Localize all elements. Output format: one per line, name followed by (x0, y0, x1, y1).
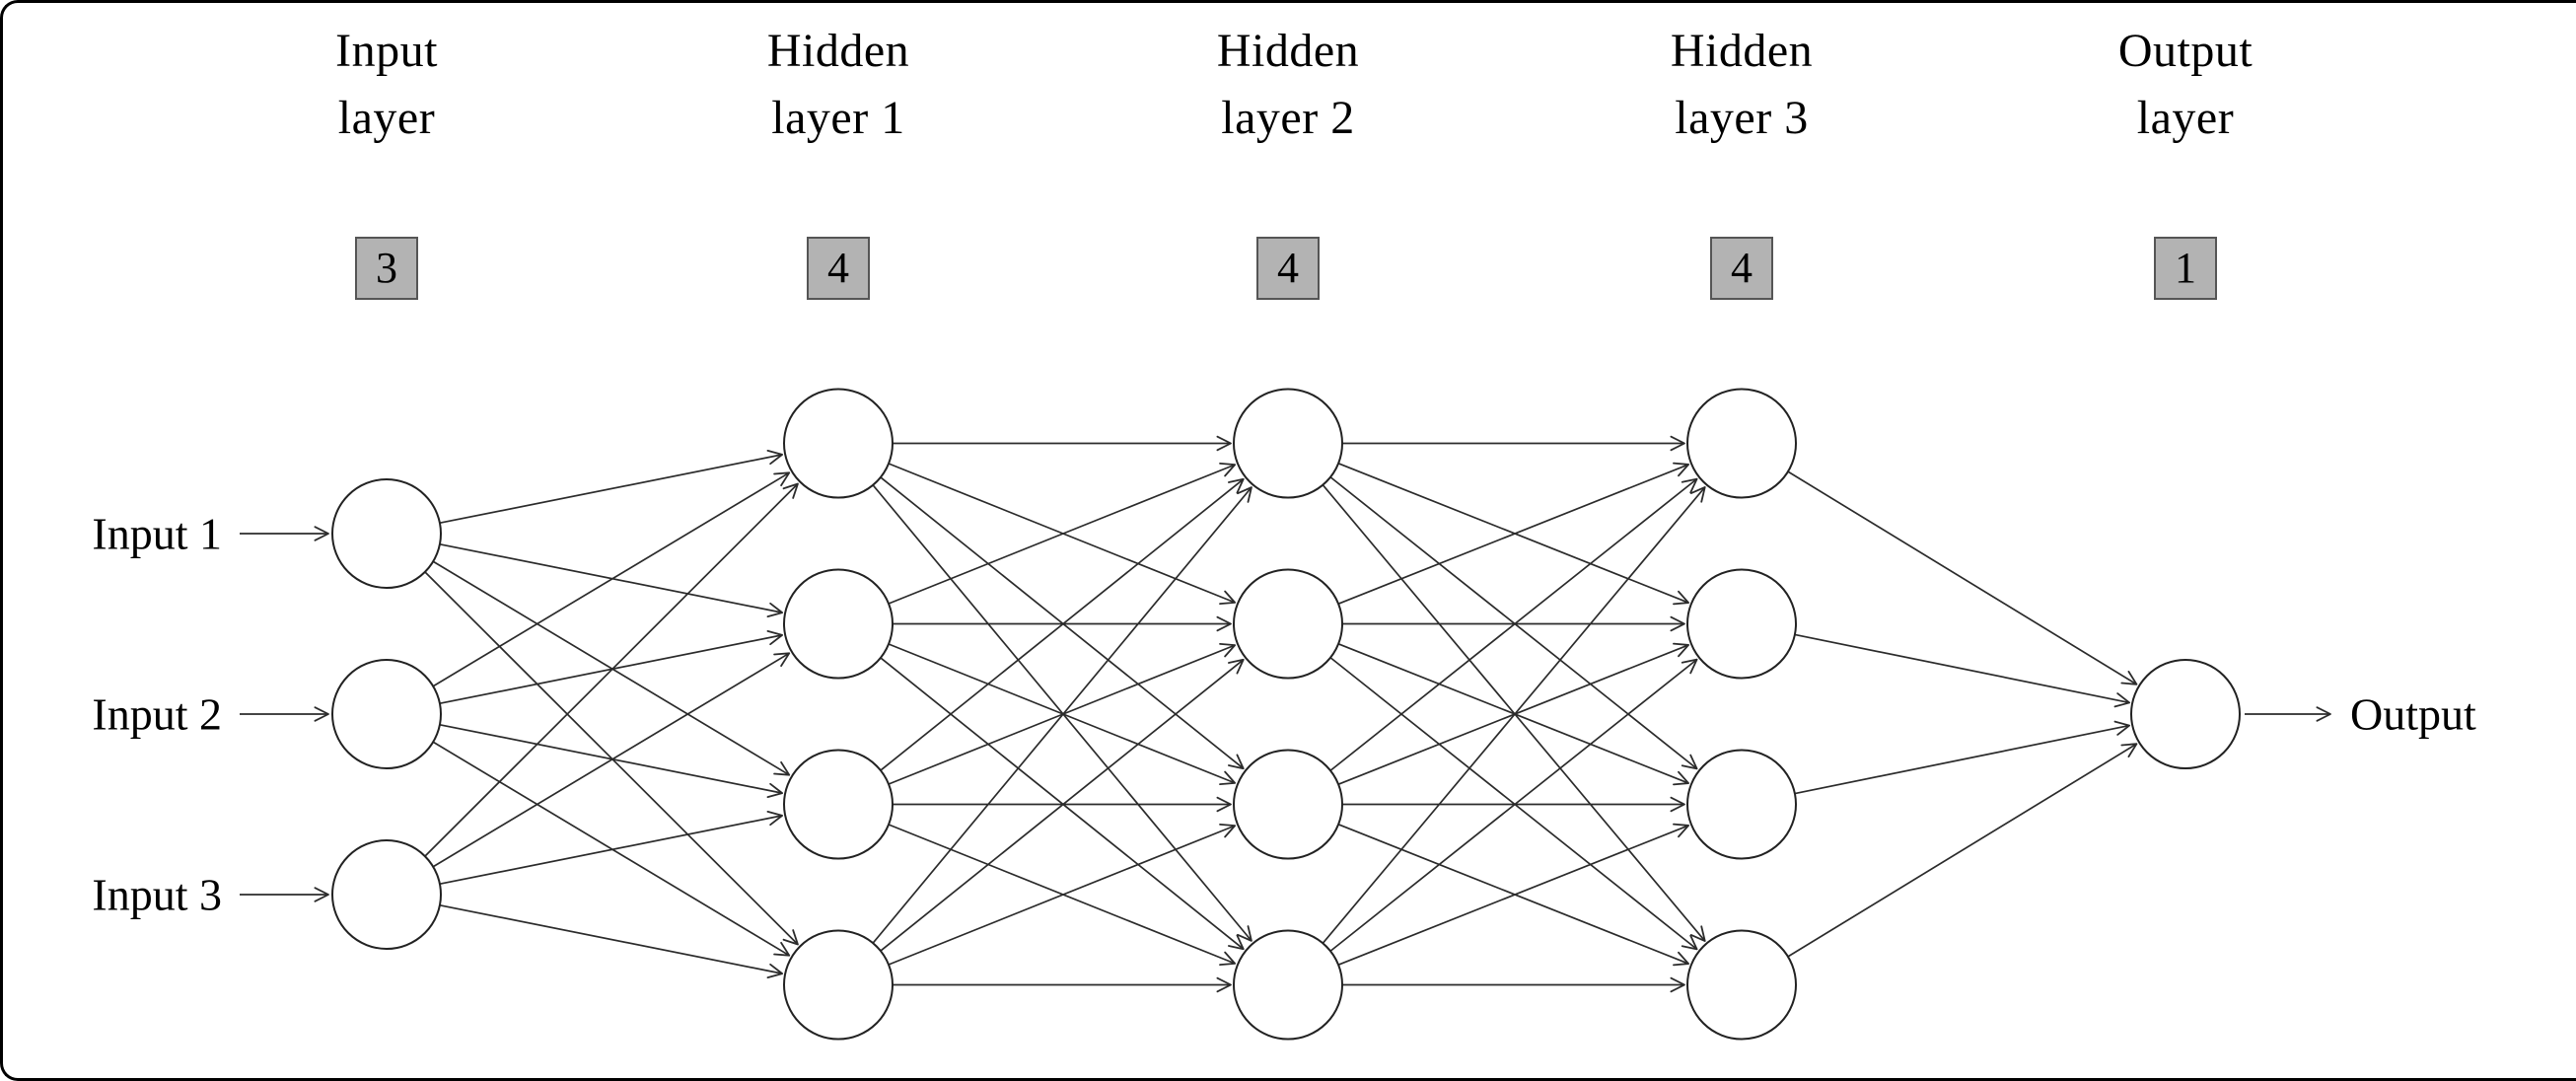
layer-count-badge-input: 3 (355, 237, 418, 300)
edge (432, 741, 791, 957)
edge (880, 657, 1245, 951)
edge (1337, 824, 1690, 967)
node-hidden2-2 (1233, 568, 1343, 680)
input-label-2: Input 2 (92, 689, 222, 740)
node-hidden3-1 (1686, 388, 1797, 499)
layer-label-line2: layer 1 (771, 92, 905, 144)
layer-label-line2: layer (2136, 92, 2235, 144)
node-hidden1-3 (783, 749, 894, 860)
node-hidden3-3 (1686, 749, 1797, 860)
edge (439, 723, 784, 799)
node-hidden3-2 (1686, 568, 1797, 680)
edge (1794, 720, 2131, 795)
output-label: Output (2350, 689, 2476, 740)
node-hidden1-1 (783, 388, 894, 499)
edge (1794, 633, 2131, 708)
layer-label-line1: Hidden (1216, 25, 1360, 77)
layer-label-line2: layer 2 (1221, 92, 1355, 144)
edge (888, 643, 1237, 786)
edge (1322, 486, 1706, 944)
node-input-2 (331, 659, 442, 769)
node-input-1 (331, 478, 442, 589)
edge (888, 463, 1237, 606)
edge (880, 476, 1245, 770)
edge (880, 477, 1245, 771)
edge (1337, 823, 1690, 966)
edge (1329, 477, 1698, 771)
edge (1787, 470, 2138, 685)
edge (439, 449, 784, 525)
io-labels-group: Input 1 Input 2 Input 3 Output (92, 509, 2476, 920)
edge (424, 482, 799, 857)
input-label-1: Input 1 (92, 509, 222, 559)
layer-count-badge-hidden-2: 4 (1256, 237, 1320, 300)
node-hidden2-1 (1233, 388, 1343, 499)
node-hidden3-4 (1686, 929, 1797, 1041)
nodes-group (331, 388, 2241, 1041)
edge (432, 652, 791, 868)
layer-label-line2: layer 3 (1675, 92, 1809, 144)
edge (888, 824, 1237, 967)
edge (880, 658, 1245, 952)
node-hidden2-3 (1233, 749, 1343, 860)
node-hidden1-2 (783, 568, 894, 680)
edge (888, 462, 1237, 605)
edge (1329, 476, 1698, 770)
layer-label-line2: layer (337, 92, 436, 144)
edges-group (424, 435, 2138, 993)
edge (872, 486, 1252, 944)
edge (432, 471, 791, 687)
input-label-3: Input 3 (92, 870, 222, 920)
layer-label-output: Output layer (2028, 18, 2343, 152)
node-hidden1-4 (783, 929, 894, 1041)
layer-count-badge-hidden-3: 4 (1710, 237, 1773, 300)
edge (439, 903, 784, 979)
edge (1787, 743, 2138, 958)
edge (1337, 463, 1690, 606)
layer-label-line1: Hidden (766, 25, 910, 77)
layer-count-badge-hidden-1: 4 (807, 237, 870, 300)
edge (439, 542, 784, 618)
layer-label-line1: Input (335, 25, 438, 77)
edge (439, 810, 784, 886)
edge (888, 823, 1237, 966)
edge (1329, 658, 1698, 952)
edge (1337, 643, 1690, 786)
layer-label-line1: Hidden (1670, 25, 1814, 77)
layer-count-badge-output: 1 (2154, 237, 2217, 300)
layer-label-input: Input layer (229, 18, 544, 152)
edge (1337, 462, 1690, 605)
node-output-1 (2130, 659, 2241, 769)
edge (432, 560, 791, 776)
layer-label-hidden-1: Hidden layer 1 (680, 18, 996, 152)
node-input-3 (331, 839, 442, 950)
node-hidden2-4 (1233, 929, 1343, 1041)
edge (1329, 657, 1698, 951)
layer-label-line1: Output (2117, 25, 2254, 77)
layer-label-hidden-3: Hidden layer 3 (1584, 18, 1899, 152)
layer-label-hidden-2: Hidden layer 2 (1130, 18, 1446, 152)
